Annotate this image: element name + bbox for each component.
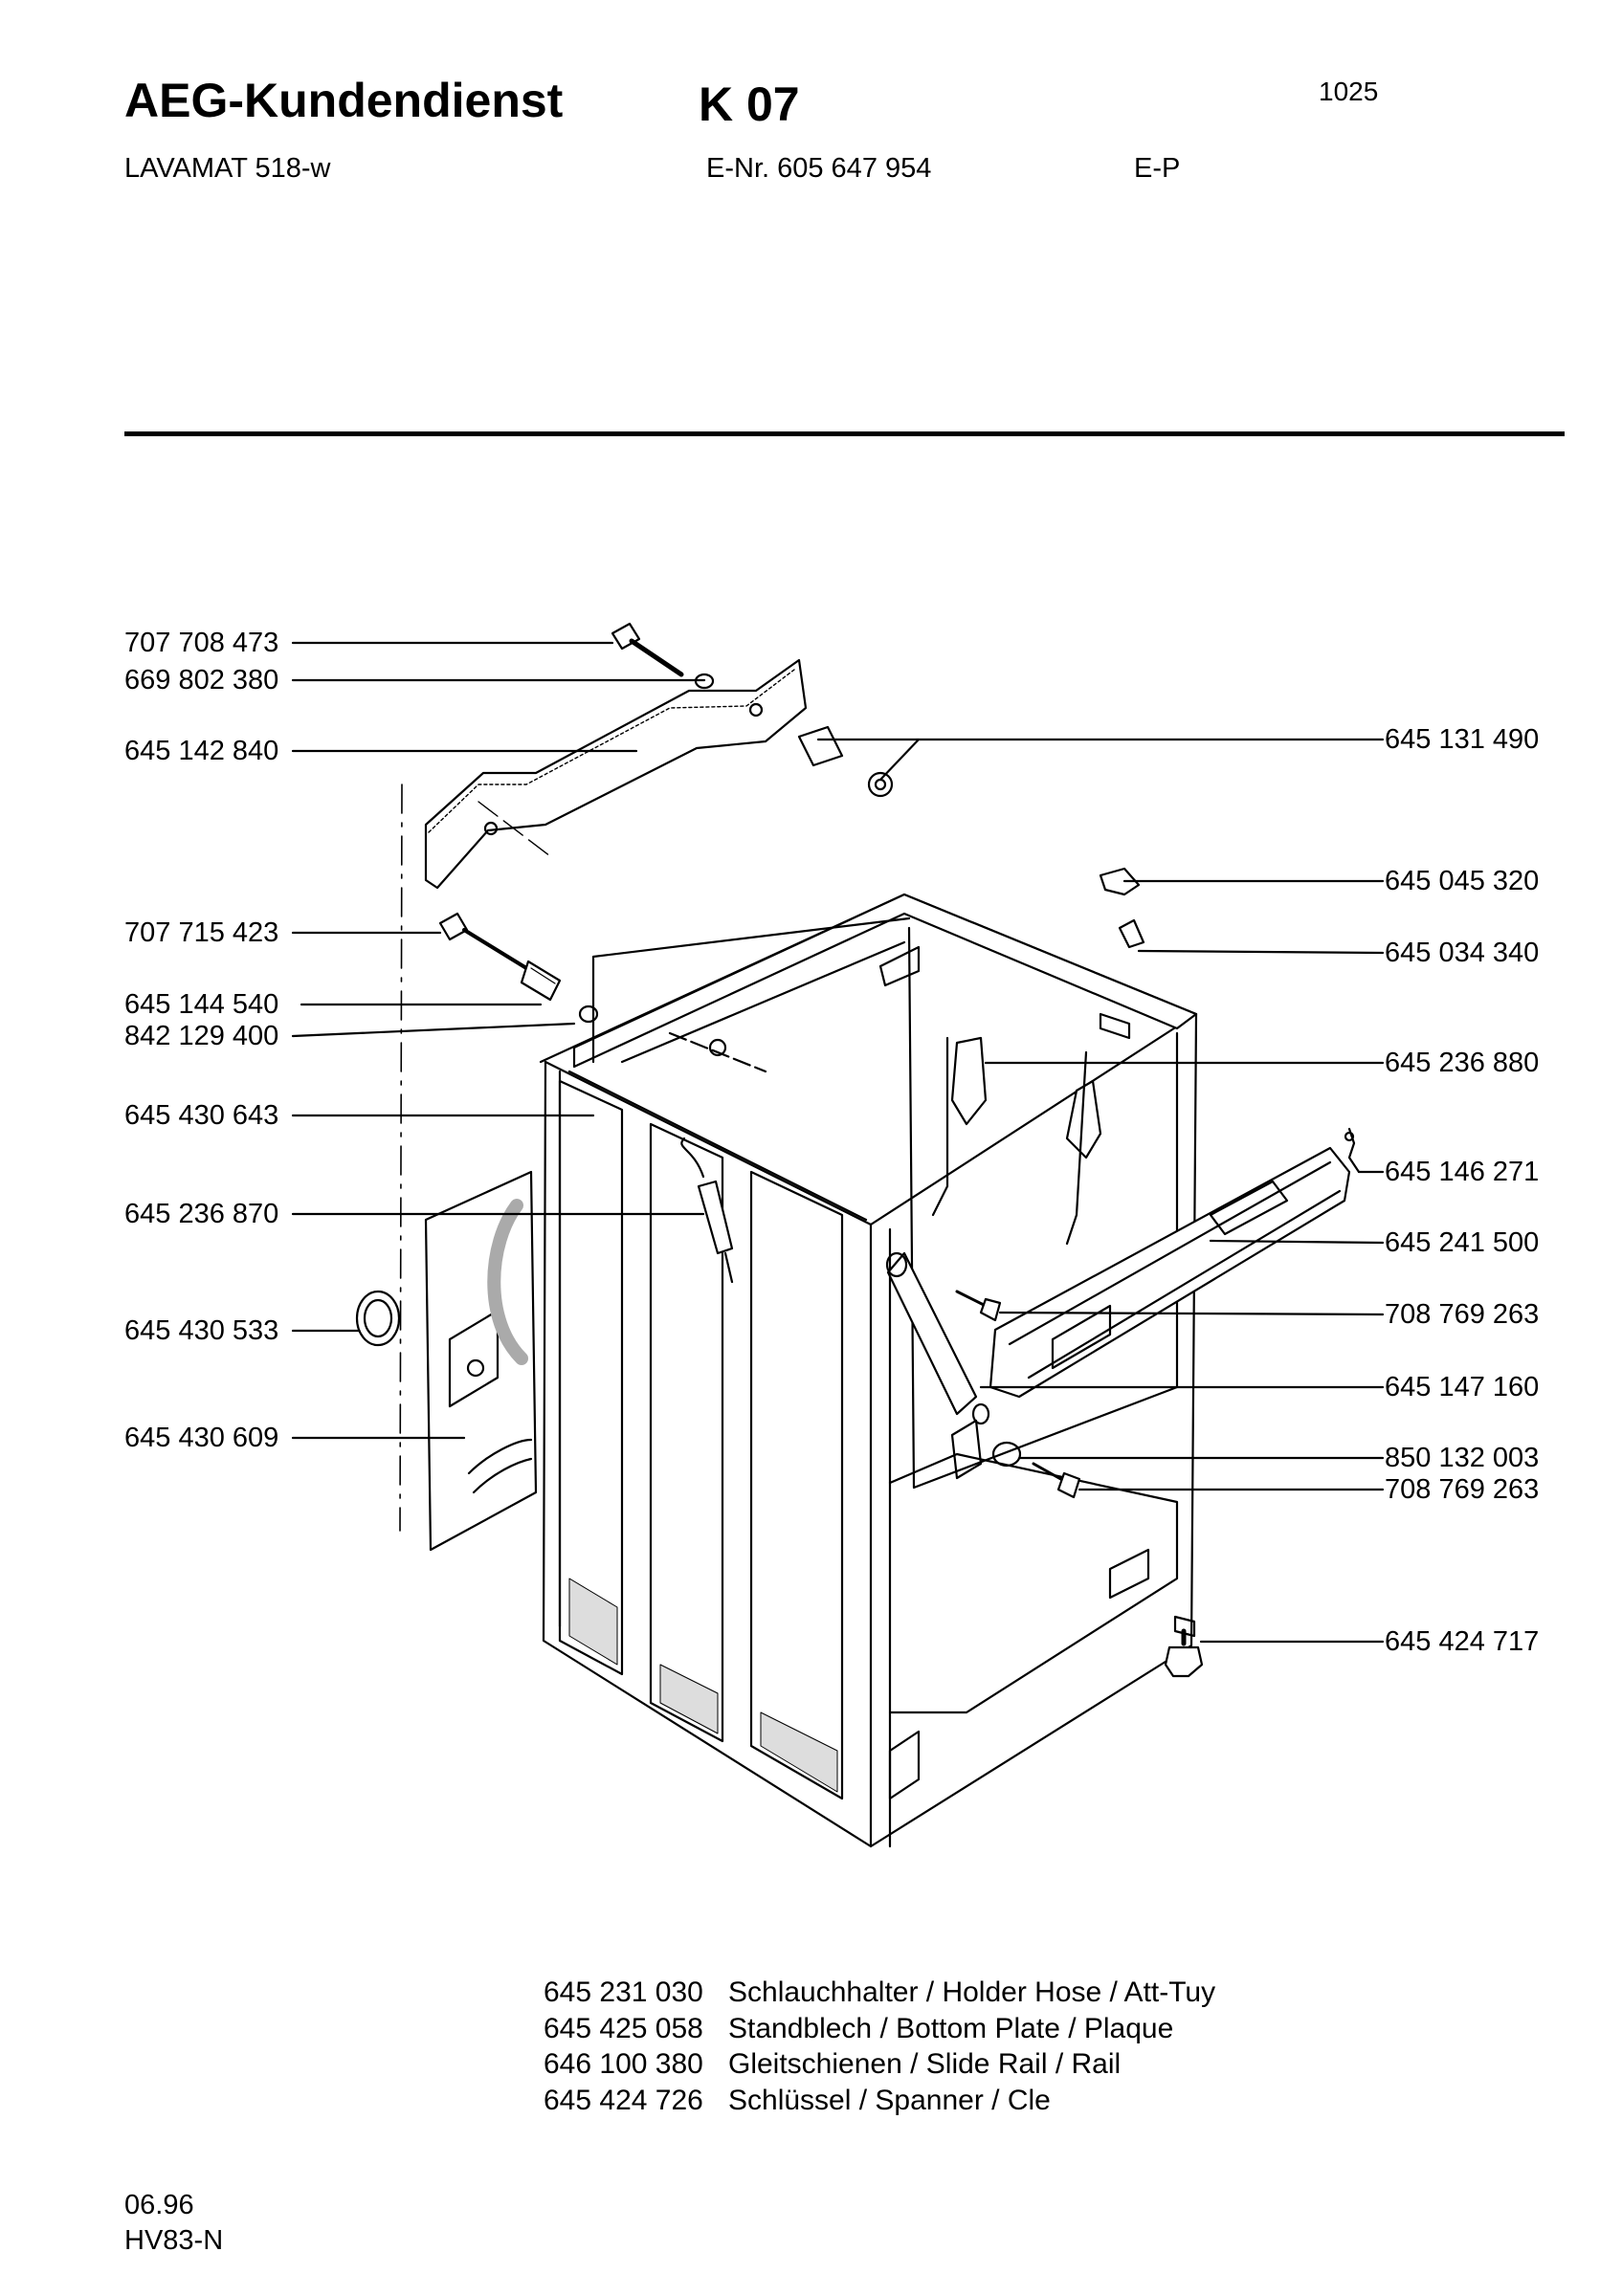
- callout-label: 645 241 500: [1385, 1227, 1539, 1258]
- footer-code: HV83-N: [124, 2225, 224, 2256]
- callout-label: 708 769 263: [1385, 1299, 1539, 1330]
- callout-label: 645 430 533: [124, 1315, 278, 1346]
- callout-label: 645 424 717: [1385, 1626, 1539, 1657]
- callout-label: 645 142 840: [124, 736, 278, 766]
- model-name: LAVAMAT 518-w: [124, 153, 331, 184]
- part-number: 645 425 058: [544, 2012, 703, 2044]
- extra-part-row: 646 100 380 Gleitschienen / Slide Rail / …: [544, 2046, 1215, 2083]
- header-rule: [124, 431, 1565, 436]
- callout-label: 645 144 540: [124, 989, 278, 1020]
- extra-part-row: 645 425 058 Standblech / Bottom Plate / P…: [544, 2011, 1215, 2047]
- callout-label: 850 132 003: [1385, 1443, 1539, 1473]
- callout-label: 707 708 473: [124, 628, 278, 658]
- callout-label: 645 236 870: [124, 1199, 278, 1229]
- callout-label: 645 131 490: [1385, 724, 1539, 755]
- part-description: Schlauchhalter / Holder Hose / Att-Tuy: [728, 1976, 1216, 2008]
- part-number: 646 100 380: [544, 2048, 703, 2080]
- callout-label: 645 034 340: [1385, 938, 1539, 968]
- part-number: 645 424 726: [544, 2084, 703, 2116]
- footer: 06.96 HV83-N: [124, 2188, 223, 2259]
- extra-part-row: 645 424 726 Schlüssel / Spanner / Cle: [544, 2083, 1215, 2119]
- e-number: E-Nr. 605 647 954: [706, 153, 932, 184]
- callout-label: 645 236 880: [1385, 1048, 1539, 1078]
- diagram-code: K 07: [699, 77, 800, 131]
- part-description: Gleitschienen / Slide Rail / Rail: [728, 2048, 1122, 2080]
- extra-parts-list: 645 231 030 Schlauchhalter / Holder Hose …: [544, 1975, 1215, 2118]
- callout-label: 645 045 320: [1385, 866, 1539, 896]
- region-code: E-P: [1134, 153, 1181, 184]
- part-description: Schlüssel / Spanner / Cle: [728, 2084, 1051, 2116]
- part-description: Standblech / Bottom Plate / Plaque: [728, 2012, 1174, 2044]
- part-number: 645 231 030: [544, 1976, 703, 2008]
- callout-label: 645 146 271: [1385, 1157, 1539, 1187]
- callout-label: 645 147 160: [1385, 1372, 1539, 1402]
- left-callouts: 707 708 473 669 802 380 645 142 840 707 …: [124, 628, 278, 1453]
- page-number: 1025: [1319, 77, 1379, 106]
- callout-label: 708 769 263: [1385, 1474, 1539, 1505]
- right-callouts: 645 131 490 645 045 320 645 034 340 645 …: [1385, 724, 1539, 1657]
- footer-date: 06.96: [124, 2190, 194, 2220]
- extra-part-row: 645 231 030 Schlauchhalter / Holder Hose …: [544, 1975, 1215, 2011]
- callout-label: 669 802 380: [124, 665, 278, 695]
- callout-label: 842 129 400: [124, 1021, 278, 1051]
- callout-label: 707 715 423: [124, 917, 278, 948]
- callout-label: 645 430 643: [124, 1100, 278, 1131]
- brand-title: AEG-Kundendienst: [124, 74, 564, 127]
- callout-label: 645 430 609: [124, 1423, 278, 1453]
